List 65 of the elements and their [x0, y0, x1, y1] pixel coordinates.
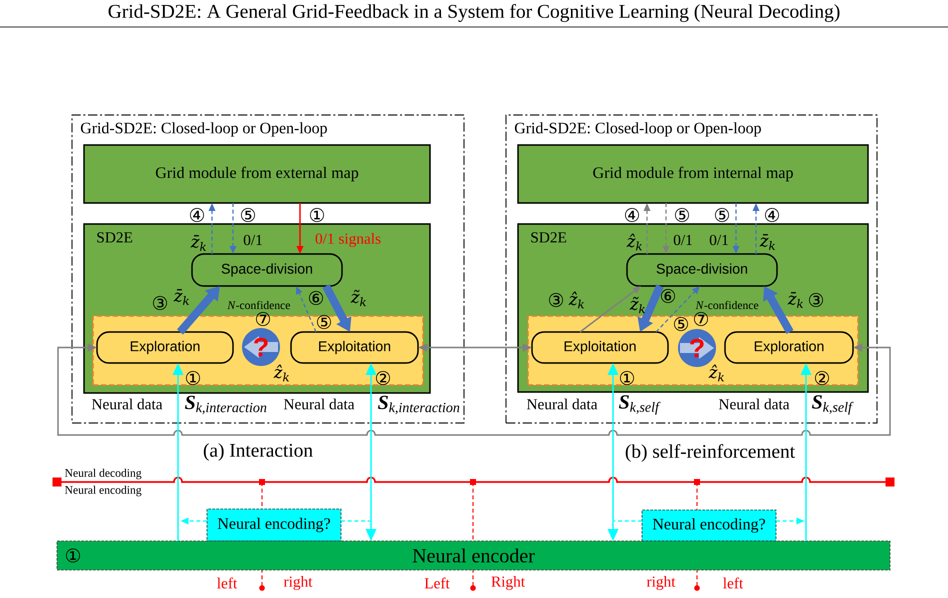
- circled-number: ②: [815, 371, 829, 385]
- text-label: Neural data: [718, 398, 790, 410]
- subfigure-caption: (a) Interaction: [204, 443, 313, 461]
- title: Grid-SD2E: A General Grid-Feedback in a System for Cognitive Learning (Neural Decoding): [108, 4, 840, 22]
- circled-number: ⑤: [241, 208, 255, 222]
- text-label: Neural decoding: [64, 468, 142, 480]
- circled-number: ⑦: [694, 312, 708, 326]
- circled-number: ⑤: [674, 317, 688, 331]
- text-label: left: [723, 578, 744, 588]
- circled-number: ⑤: [675, 208, 689, 222]
- text-label: 0/1 signals: [316, 233, 380, 247]
- rounded-box: Exploitation: [290, 331, 419, 364]
- rounded-box: Space-division: [626, 253, 778, 287]
- module-box: Grid module from external map: [83, 144, 431, 204]
- circled-number: ⑥: [661, 289, 675, 303]
- edge-label: N-confidence: [696, 300, 758, 310]
- circled-number: ①: [186, 371, 200, 385]
- dashed-box: Neural encoding?: [206, 508, 342, 542]
- text-label: 0/1: [710, 234, 728, 246]
- rounded-box: Space-division: [191, 253, 343, 287]
- math-label: z̄$_{k}$: [190, 235, 206, 251]
- math-label: z̃$_{k}$: [630, 296, 645, 314]
- circled-number: ①: [66, 548, 80, 562]
- text-label: Neural data: [92, 398, 162, 410]
- module-box: Grid module from internal map: [517, 144, 869, 204]
- dashed-box: Neural encoding?: [642, 510, 776, 542]
- text-label: right: [284, 576, 312, 590]
- rounded-box: Exploration: [96, 331, 234, 364]
- text-label: 0/1: [244, 234, 262, 246]
- rounded-box: Exploration: [724, 331, 854, 364]
- math-label: ẑ$_{k}$: [274, 364, 289, 382]
- double-arrow: [57, 343, 891, 436]
- text-label: right: [646, 576, 676, 590]
- circled-number: ②: [376, 371, 390, 385]
- dashed-line: [341, 520, 370, 522]
- text-label: left: [217, 578, 238, 588]
- circled-number: ⑥: [309, 291, 323, 305]
- math-label: z̃$_{k}$: [350, 290, 366, 306]
- circled-number: ④: [625, 208, 639, 222]
- dashed-line: [614, 520, 642, 522]
- subfigure-caption: (b) self-reinforcement: [626, 444, 795, 462]
- text-label: Neural data: [526, 398, 598, 410]
- math-label: z̄$_{k}$: [788, 292, 803, 308]
- math-label: ẑ$_{k}$: [568, 292, 584, 308]
- circled-number: ③: [153, 296, 167, 310]
- edge-label: N-confidence: [227, 300, 290, 310]
- circled-number: ③: [809, 293, 823, 307]
- text-label: 0/1: [674, 234, 692, 246]
- circled-number: ④: [190, 208, 204, 222]
- circled-number: ③: [549, 293, 563, 307]
- math-label: z̄$_{k}$: [760, 234, 775, 250]
- math-label: ẑ$_{k}$: [626, 234, 642, 250]
- text-label: Neural data: [284, 398, 354, 410]
- circled-number: ⑦: [256, 312, 270, 326]
- circled-number: ⑤: [317, 315, 331, 329]
- math-label: z̄$_{k}$: [174, 289, 189, 305]
- circled-number: ⑤: [715, 208, 729, 222]
- math-label: S$_{k,self}$: [812, 395, 854, 415]
- circled-number: ①: [310, 208, 324, 222]
- text-label: Neural encoding: [64, 486, 142, 496]
- rounded-box: Exploitation: [531, 331, 669, 364]
- math-label: S$_{k,self}$: [618, 395, 660, 415]
- circled-number: ①: [620, 371, 634, 385]
- circled-number: ④: [765, 208, 779, 222]
- math-label: ẑ$_{k}$: [708, 364, 724, 382]
